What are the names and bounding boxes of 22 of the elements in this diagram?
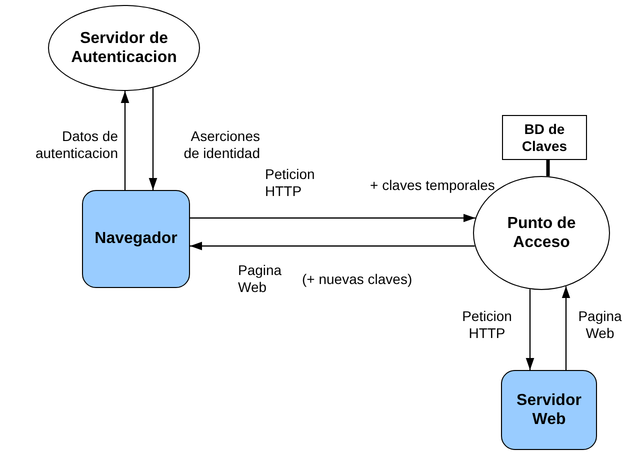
- edge-label: Aserciones de identidad: [182, 128, 260, 162]
- node-label: Navegador: [94, 229, 178, 249]
- arrow: [190, 214, 476, 222]
- note-text: + claves temporales: [370, 177, 495, 194]
- arrow: [190, 242, 475, 250]
- process-box: [501, 370, 597, 450]
- process-box: [82, 190, 190, 288]
- edge-label: Peticion HTTP: [265, 166, 316, 200]
- arrow: [562, 286, 570, 370]
- node-label: Servidor de Autenticacion: [70, 28, 178, 68]
- arrow: [148, 88, 158, 190]
- arrow: [120, 91, 130, 190]
- database-box: [502, 115, 587, 160]
- edge-label: Pagina Web: [238, 262, 283, 296]
- note-text: (+ nuevas claves): [302, 271, 412, 288]
- edge-label: Peticion HTTP: [461, 308, 513, 342]
- node-label: Servidor Web: [516, 390, 582, 430]
- node-label: BD de Claves: [520, 120, 568, 154]
- edge-label: Datos de autenticacion: [34, 128, 118, 162]
- edge-label: Pagina Web: [577, 308, 623, 342]
- arrow: [526, 289, 534, 370]
- node-label: Punto de Acceso: [506, 214, 577, 252]
